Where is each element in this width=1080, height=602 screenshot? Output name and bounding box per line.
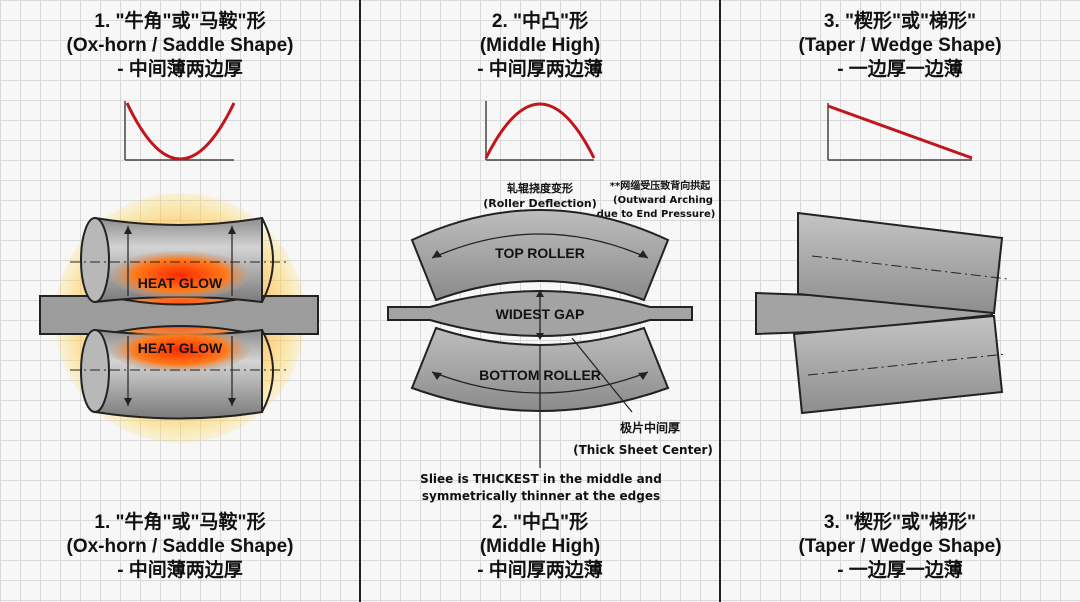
caption-line-3: - 一边厚一边薄 — [837, 560, 963, 581]
panel-divider-2 — [719, 0, 721, 602]
saddle-diagram: HEAT GLOW HEAT GLOW — [39, 101, 319, 443]
arching-label-cn: **网缁受压致背向拱起 — [610, 179, 711, 192]
caption-line-3: - 中间薄两边厚 — [117, 560, 243, 581]
panel-taper-shape: 3. "楔形"或"梯形" (Taper / Wedge Shape) - 一边厚… — [720, 0, 1080, 602]
thick-center-label-cn: 极片中间厚 — [620, 420, 680, 435]
bottom-roller — [80, 328, 274, 420]
panel-saddle-shape: 1. "牛角"或"马鞍"形 (Ox-horn / Saddle Shape) -… — [0, 0, 360, 602]
taper-diagram — [755, 103, 1009, 415]
panel-caption-bottom: 1. "牛角"或"马鞍"形 (Ox-horn / Saddle Shape) -… — [0, 511, 360, 583]
panel-title: 2. "中凸"形 (Middle High) - 中间厚两边薄 — [360, 10, 720, 82]
arching-label-en-2: due to End Pressure) — [597, 209, 716, 220]
widest-gap-label: WIDEST GAP — [496, 306, 585, 322]
profile-chart-taper — [827, 103, 973, 161]
title-line-1: 1. "牛角"或"马鞍"形 — [94, 11, 266, 32]
sheet — [39, 295, 319, 335]
caption-line-2: (Taper / Wedge Shape) — [798, 536, 1002, 557]
panel-caption-bottom: 3. "楔形"或"梯形" (Taper / Wedge Shape) - 一边厚… — [720, 511, 1080, 583]
title-line-3: - 一边厚一边薄 — [837, 59, 963, 80]
caption-line-1: 3. "楔形"或"梯形" — [823, 512, 977, 533]
title-line-3: - 中间薄两边厚 — [117, 59, 243, 80]
thick-center-label-en: (Thick Sheet Center) — [573, 443, 713, 457]
slice-note-line-2: symmetrically thinner at the edges — [422, 489, 660, 503]
caption-line-2: (Ox-horn / Saddle Shape) — [66, 536, 294, 557]
panel-middle-high: 2. "中凸"形 (Middle High) - 中间厚两边薄 轧辊挠度变形 (… — [360, 0, 720, 602]
caption-line-1: 1. "牛角"或"马鞍"形 — [94, 512, 266, 533]
slice-note-line-1: Sliee is THICKEST in the middle and — [420, 472, 662, 486]
bottom-roller — [792, 314, 1007, 415]
panel-divider-1 — [359, 0, 361, 602]
deflection-label-cn: 轧辊挠度变形 — [507, 181, 573, 195]
taper-line — [827, 104, 973, 160]
panel-caption-bottom: 2. "中凸"形 (Middle High) - 中间厚两边薄 — [360, 511, 720, 583]
panel-title: 1. "牛角"或"马鞍"形 (Ox-horn / Saddle Shape) -… — [0, 10, 360, 82]
deflection-label-en: (Roller Deflection) — [483, 197, 596, 210]
heat-glow-label-top: HEAT GLOW — [138, 275, 223, 291]
saddle-curve — [125, 102, 236, 161]
panel-title: 3. "楔形"或"梯形" (Taper / Wedge Shape) - 一边厚… — [720, 10, 1080, 82]
top-roller — [797, 211, 1009, 315]
title-line-1: 2. "中凸"形 — [491, 11, 589, 32]
caption-line-2: (Middle High) — [479, 536, 601, 557]
profile-chart-middle-high — [484, 101, 596, 161]
middle-high-diagram: 轧辊挠度变形 (Roller Deflection) **网缁受压致背向拱起 (… — [387, 101, 716, 503]
profile-chart-saddle — [124, 101, 236, 161]
top-roller-label: TOP ROLLER — [495, 245, 585, 261]
caption-line-1: 2. "中凸"形 — [491, 512, 589, 533]
arching-label-en-1: (Outward Arching — [613, 195, 713, 206]
title-line-2: (Taper / Wedge Shape) — [798, 35, 1002, 56]
title-line-1: 3. "楔形"或"梯形" — [823, 11, 977, 32]
caption-line-3: - 中间厚两边薄 — [477, 560, 603, 581]
top-roller — [410, 209, 670, 302]
title-line-2: (Ox-horn / Saddle Shape) — [66, 35, 294, 56]
middle-high-curve — [484, 102, 596, 159]
title-line-2: (Middle High) — [479, 35, 601, 56]
title-line-3: - 中间厚两边薄 — [477, 59, 603, 80]
heat-glow-label-bottom: HEAT GLOW — [138, 340, 223, 356]
top-roller — [80, 216, 274, 304]
